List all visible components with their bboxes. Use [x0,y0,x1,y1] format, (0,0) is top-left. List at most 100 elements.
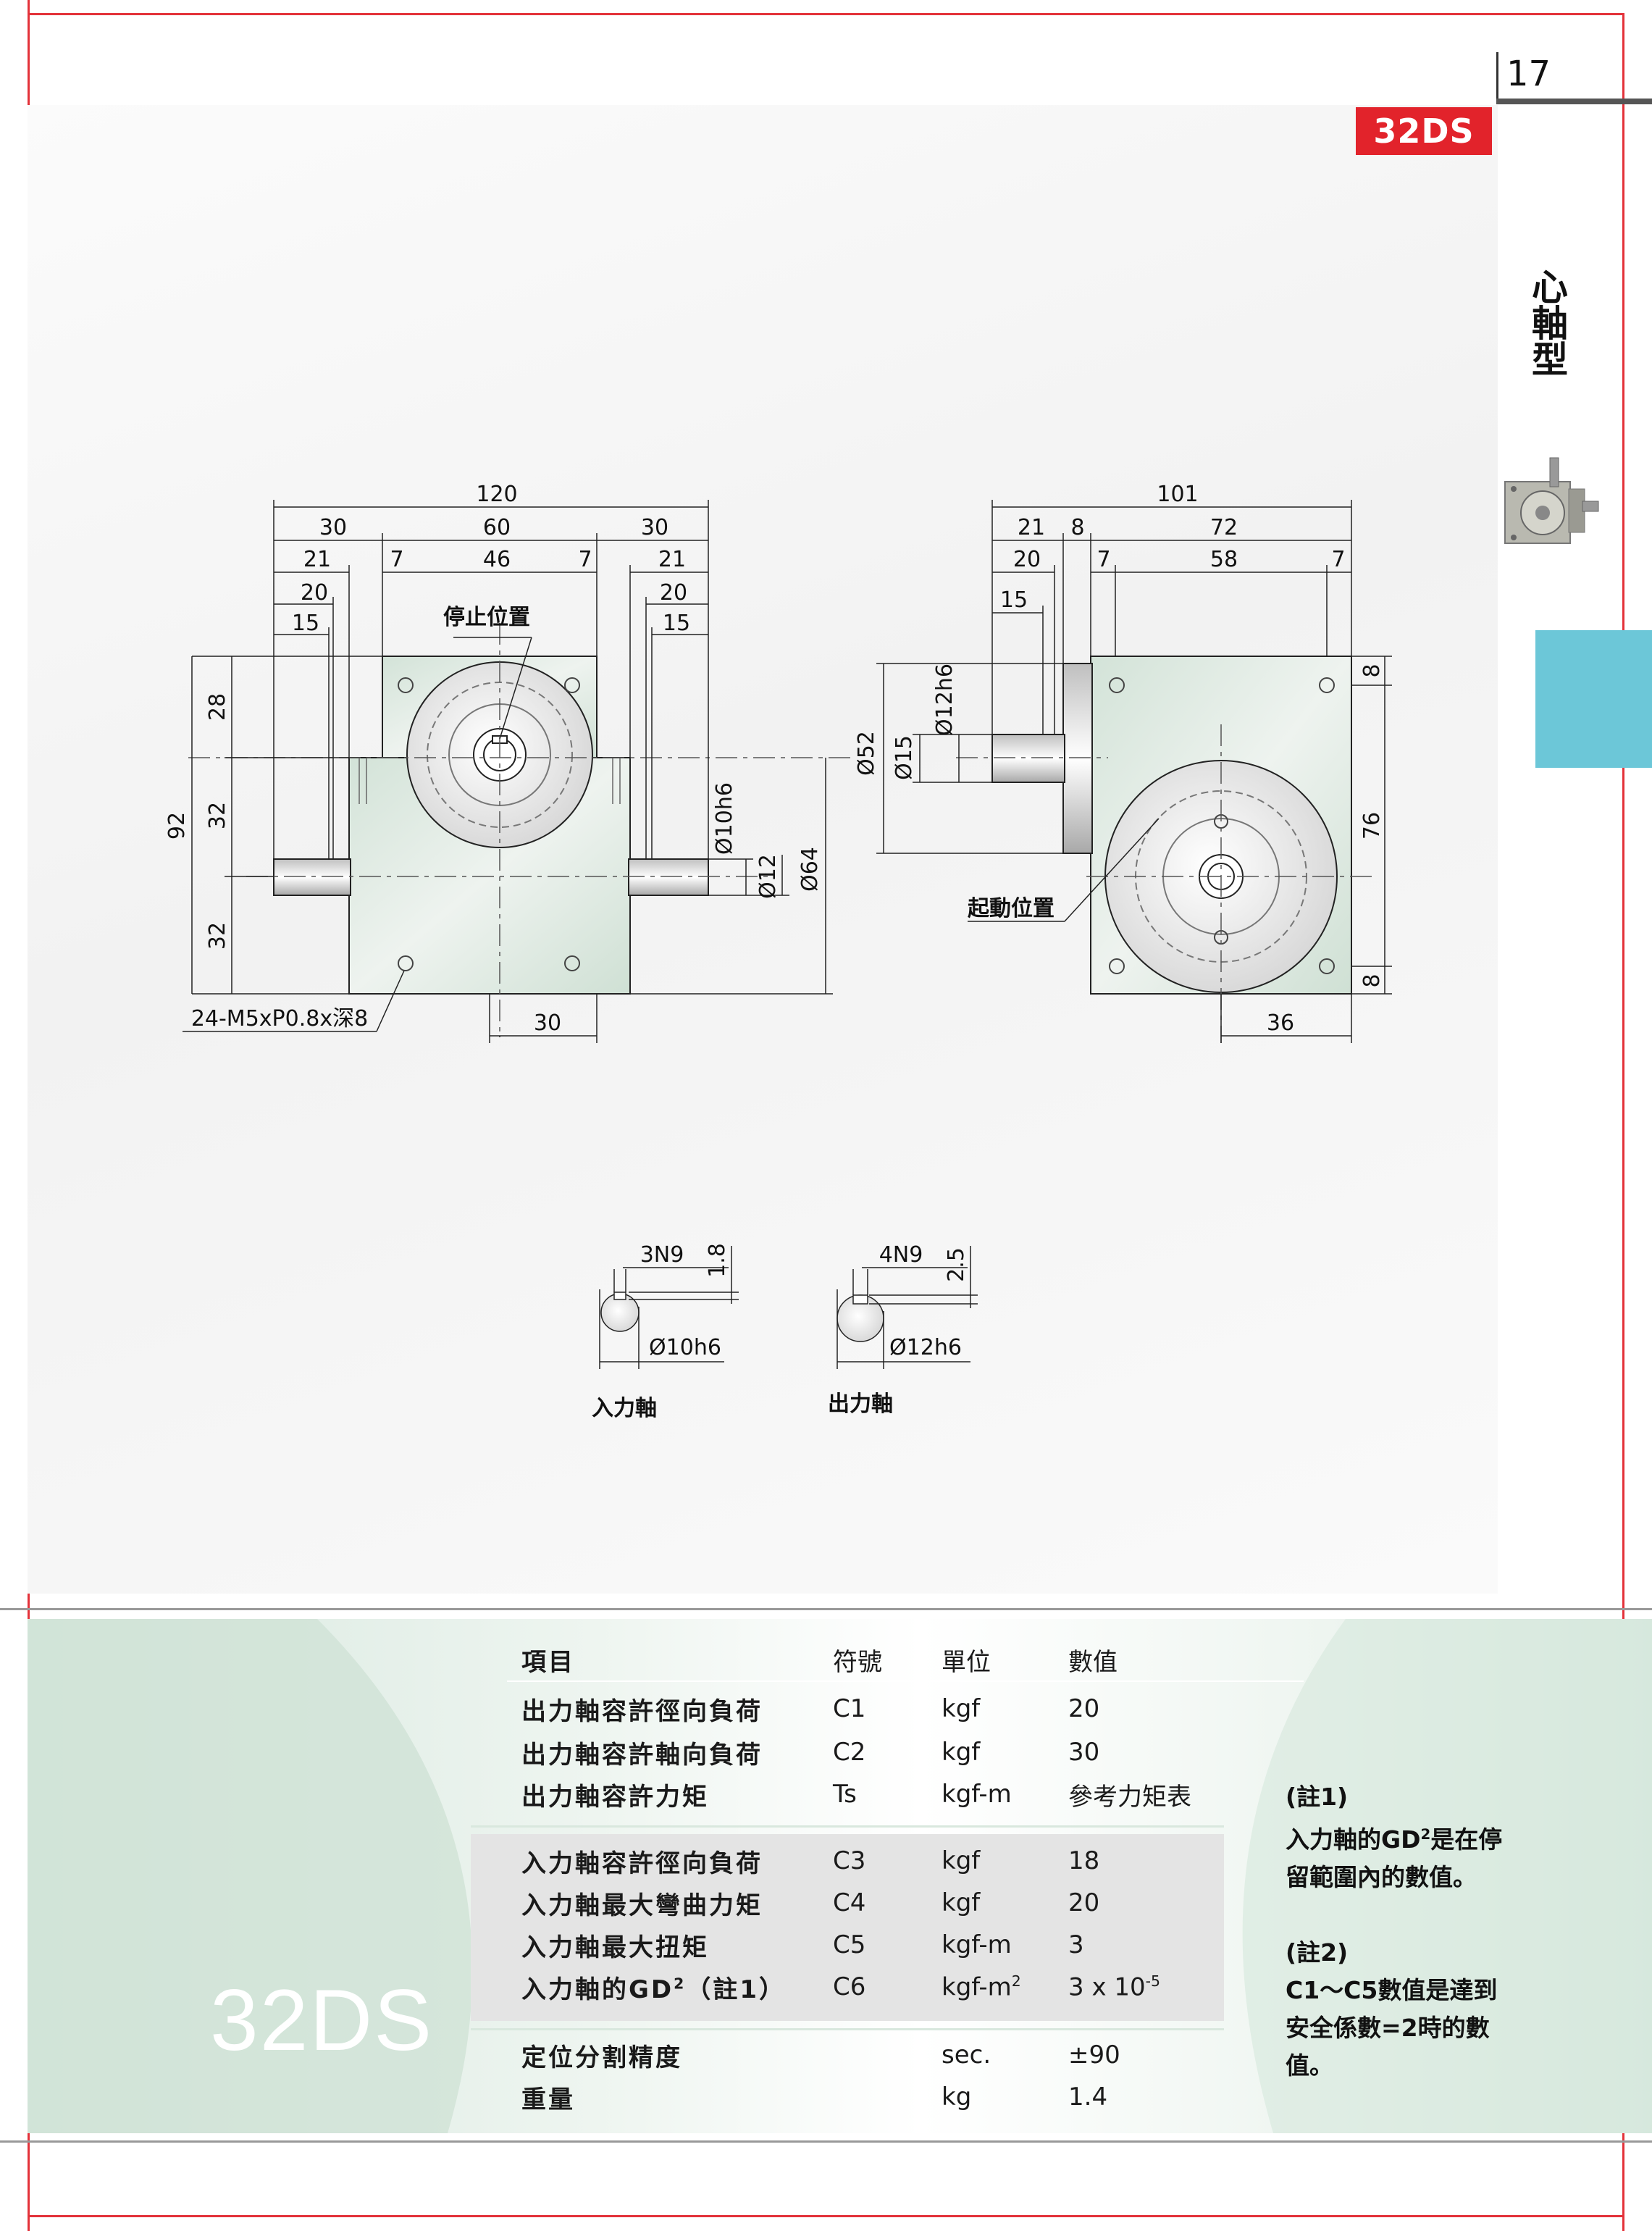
dim-front-input-shaft-dia: Ø10h6 [712,782,737,855]
dim-side-58: 58 [1210,547,1238,572]
note2-line1: C1～C5數值是達到 [1286,1976,1498,2004]
dim-front-right-20: 20 [660,580,687,606]
dim-side-20: 20 [1013,547,1041,572]
row-unit: kgf [942,1738,981,1767]
row-unit: kgf [942,1694,981,1723]
note2-line3: 值。 [1286,2051,1333,2080]
row-item: 入力軸容許徑向負荷 [521,1849,763,1878]
front-view-dimensions [183,500,833,1043]
row-item-suffix: （註1） [686,1975,787,2004]
note1-line2: 留範圍內的數值。 [1286,1863,1477,1891]
row-item: 出力軸容許徑向負荷 [521,1696,763,1726]
note2-title: (註2) [1286,1938,1349,1967]
side-view-dimension-labels: 101 21 8 72 20 7 58 7 15 Ø52 Ø15 Ø12h6 8… [854,482,1385,1036]
row-value: 20 [1068,1888,1100,1917]
row-symbol: C6 [833,1972,866,2001]
dim-front-right-7: 7 [578,547,592,572]
note1-title: (註1) [1286,1783,1349,1811]
header-unit: 單位 [942,1647,991,1677]
header-item: 項目 [521,1647,575,1677]
input-key-depth: 1.8 [705,1243,730,1278]
keyway-labels: 3N9 1.8 Ø10h6 入力軸 4N9 2.5 Ø12h6 出力軸 [592,1242,969,1421]
row-symbol: C4 [833,1888,866,1917]
dim-front-right-30: 30 [641,515,668,540]
start-position-label: 起動位置 [968,896,1054,921]
row-value: 3 [1068,1930,1084,1959]
output-key-size: 4N9 [879,1242,923,1268]
dim-front-mid-60: 60 [483,515,511,540]
frame-top-line [28,13,1624,15]
row-value: 30 [1068,1738,1100,1767]
dim-front-right-21: 21 [658,547,686,572]
row-unit: kgf [942,1846,981,1875]
stop-position-label: 停止位置 [443,605,530,630]
band-top-rule [0,1608,1652,1610]
page-number: 17 [1506,54,1551,94]
row-value: 參考力矩表 [1068,1782,1191,1812]
dim-front-left-7: 7 [390,547,403,572]
dim-front-left-20: 20 [301,580,328,606]
note1-line1-sup: 2 [1420,1826,1431,1843]
group1-rule [471,1825,1224,1828]
row-item: 出力軸容許軸向負荷 [521,1740,763,1770]
band-bottom-rule [0,2140,1652,2143]
row-item: 入力軸的GD2（註1） [521,1970,786,2005]
output-shaft-dia: Ø12h6 [889,1335,962,1360]
row-symbol: C1 [833,1694,866,1723]
row-item-prefix: 入力軸的GD [521,1975,674,2004]
dim-side-right-8a: 8 [1359,664,1385,677]
band-model-label: 32DS [210,1972,434,2069]
dim-front-overall: 120 [476,482,517,507]
row-item: 出力軸容許力矩 [521,1782,709,1812]
dim-side-right-8b: 8 [1359,974,1385,987]
note2-line2: 安全係數=2時的數 [1286,2014,1490,2042]
row-unit-sup: 2 [1011,1972,1021,1990]
frame-bottom-line [28,2215,1624,2217]
dim-side-dia-52: Ø52 [854,731,879,776]
row-value: ±90 [1068,2040,1120,2069]
input-shaft-label: 入力軸 [592,1396,657,1421]
dim-side-7a: 7 [1097,547,1110,572]
dim-side-15: 15 [1000,587,1028,613]
group2-background [471,1834,1224,2021]
row-symbol: C2 [833,1738,866,1767]
tap-note: 24-M5xP0.8x深8 [191,1006,368,1031]
header-symbol: 符號 [833,1647,882,1677]
row-value-sup: -5 [1145,1972,1160,1990]
dim-front-left-15: 15 [292,611,319,636]
row-unit: kg [942,2083,972,2111]
side-view-dimensions [876,500,1392,1043]
row-value-base: 3 x 10 [1068,1972,1146,2002]
side-view [956,656,1376,1043]
product-thumbnail-icon [1504,457,1599,544]
row-value: 18 [1068,1846,1100,1875]
row-unit-base: kgf-m [942,1972,1012,2002]
front-view-dimension-labels: 120 30 60 30 21 7 46 7 21 20 20 15 15 停止… [164,482,823,1036]
note-spacer [1286,1896,1517,1934]
side-label-text: 心軸型 [1526,268,1568,377]
dim-front-28: 28 [205,693,230,721]
dim-side-dia-15: Ø15 [892,735,917,780]
dim-side-7b: 7 [1331,547,1345,572]
output-shaft-label: 出力軸 [828,1391,893,1417]
note1-line1-a: 入力軸的GD [1286,1825,1421,1854]
side-tab [1535,630,1652,768]
row-value: 3 x 10-5 [1068,1972,1160,2001]
dim-front-left-30: 30 [319,515,347,540]
row-item: 重量 [521,2085,575,2114]
header-value: 數值 [1068,1647,1118,1677]
front-view [188,623,855,1036]
dim-side-overall: 101 [1157,482,1198,507]
note1-line1-b: 是在停 [1430,1825,1503,1854]
page-number-tick [1496,52,1498,100]
dim-side-72: 72 [1210,515,1238,540]
header-rule [507,1680,1304,1682]
row-unit: kgf-m2 [942,1972,1021,2001]
model-tag: 32DS [1356,107,1492,155]
technical-drawing: 120 30 60 30 21 7 46 7 21 20 20 15 15 停止… [164,482,1392,1421]
row-item: 定位分割精度 [521,2043,682,2072]
dim-front-height-92: 92 [164,812,190,840]
dim-side-21: 21 [1018,515,1045,540]
frame-right-line [1622,13,1624,2231]
dim-side-8: 8 [1070,515,1084,540]
